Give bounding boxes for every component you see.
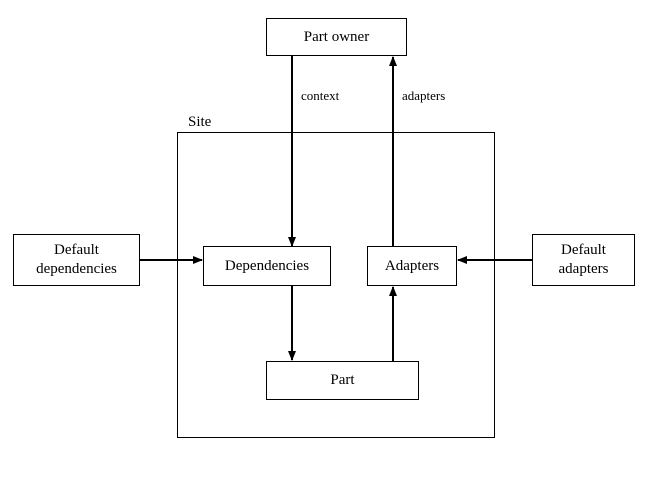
node-part-owner: Part owner xyxy=(266,18,407,56)
node-default-dependencies-line1: Default xyxy=(54,242,99,258)
site-label: Site xyxy=(188,114,212,130)
node-default-adapters-line2: adapters xyxy=(558,261,609,277)
node-part-owner-label: Part owner xyxy=(303,28,370,45)
node-default-adapters-line1: Default xyxy=(561,242,606,258)
site-frame xyxy=(177,132,495,438)
node-default-dependencies: Default dependencies xyxy=(13,234,140,286)
node-adapters-label: Adapters xyxy=(384,257,440,274)
node-part-label: Part xyxy=(330,372,355,388)
node-adapters: Adapters xyxy=(367,246,457,286)
edge-label-context: context xyxy=(301,88,340,103)
node-default-dependencies-line2: dependencies xyxy=(36,261,117,277)
node-dependencies: Dependencies xyxy=(203,246,331,286)
node-dependencies-label: Dependencies xyxy=(224,257,310,274)
node-default-adapters: Default adapters xyxy=(532,234,635,286)
node-part: Part xyxy=(266,361,419,400)
edge-label-adapters: adapters xyxy=(402,88,446,103)
